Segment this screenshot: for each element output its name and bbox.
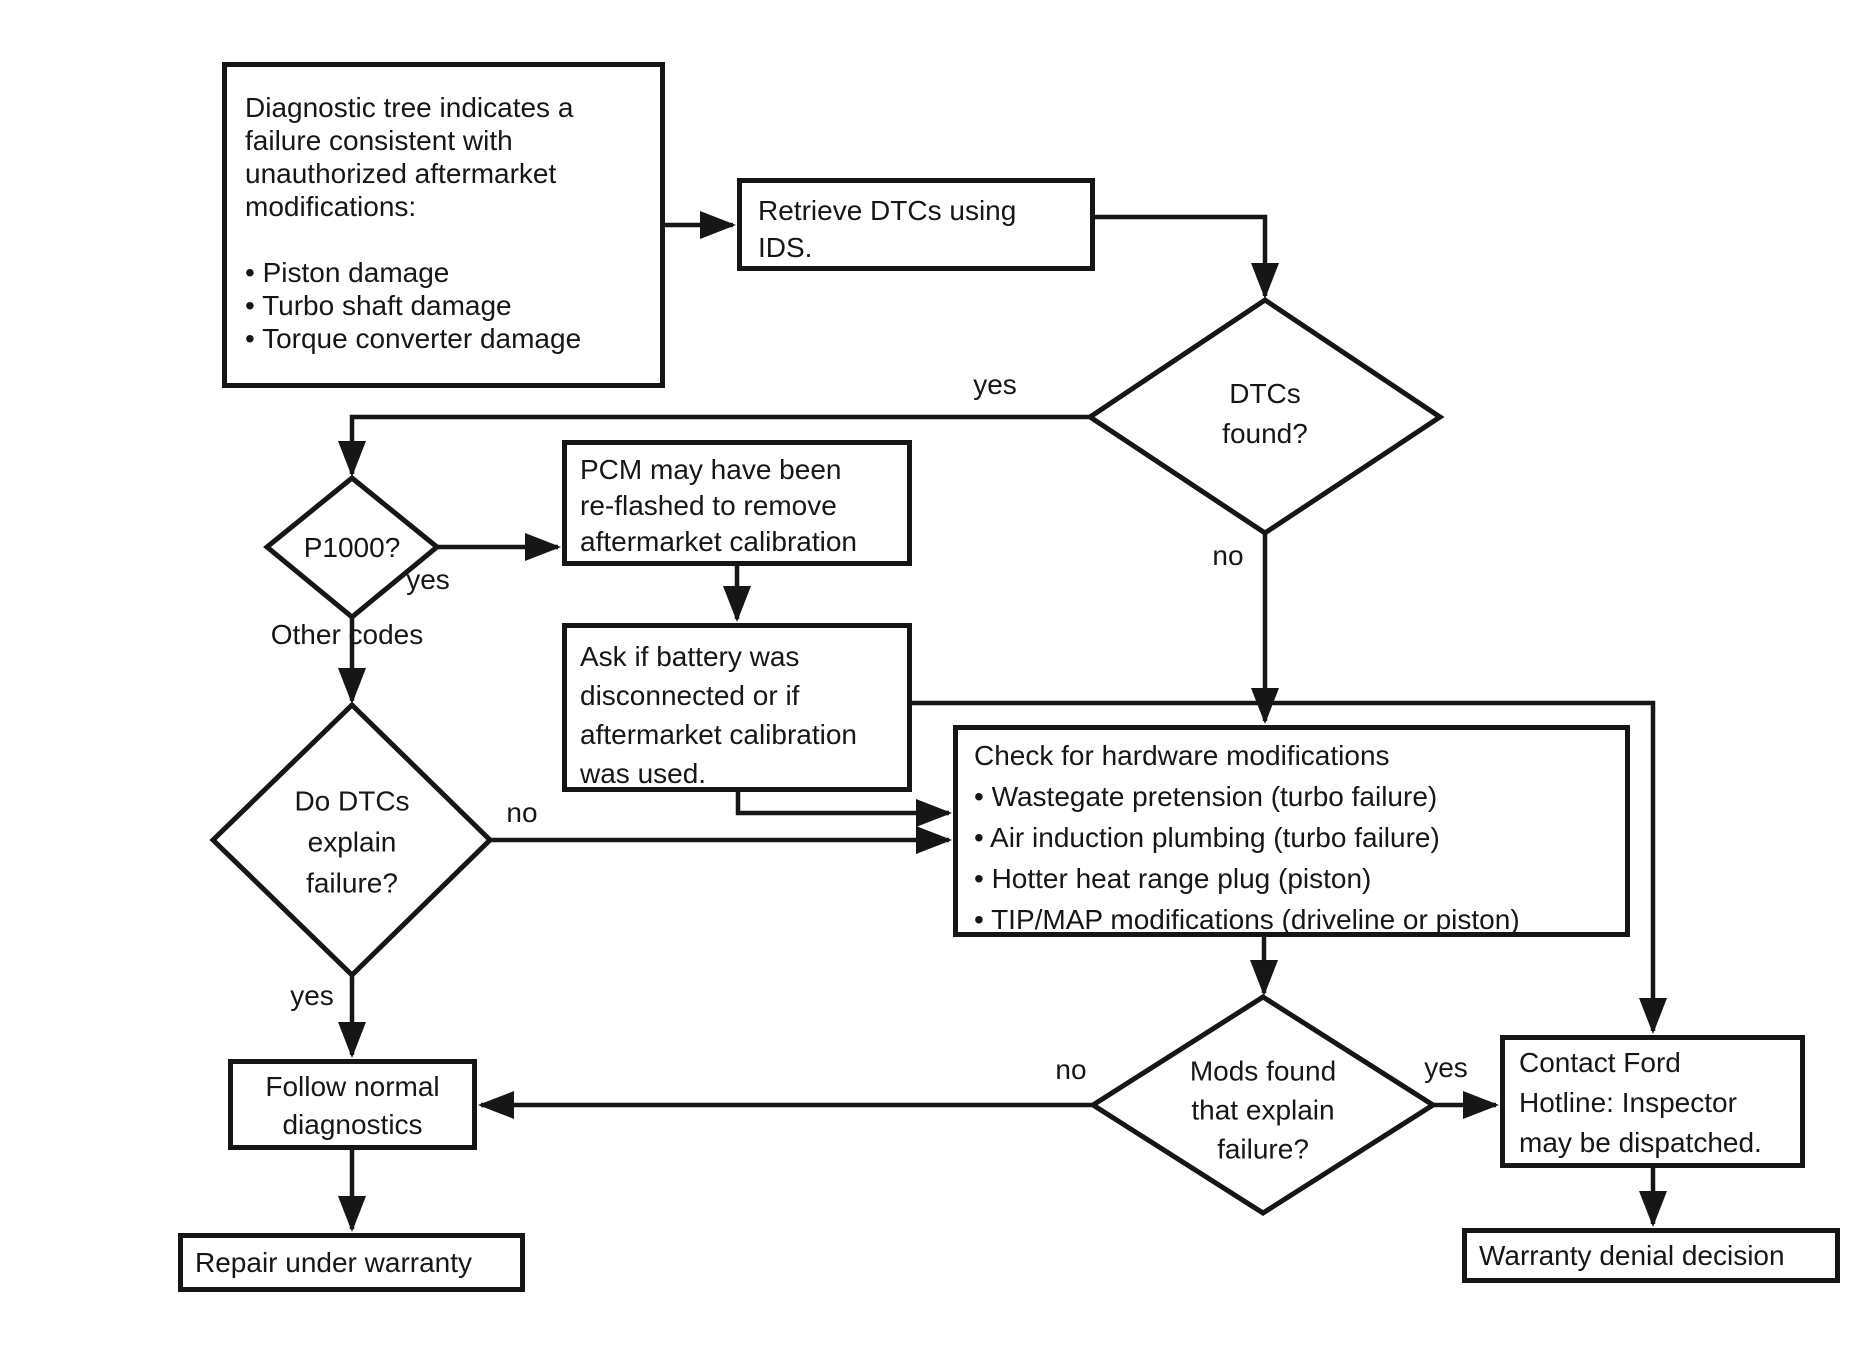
decision-dtcs-found-shape [1085, 296, 1445, 536]
bullet-item: • Torque converter damage [245, 323, 582, 354]
node-text-line: modifications: [245, 191, 417, 222]
node-text-line: DTCs [1229, 378, 1301, 409]
node-check-hardware-mods: Check for hardware modifications • Waste… [953, 725, 1630, 937]
edge-retrieve-to-dtcs-found [1095, 214, 1279, 299]
decision-do-dtcs-explain-shape [209, 701, 494, 979]
decision-mods-found-shape [1088, 994, 1438, 1216]
node-text-line: disconnected or if [580, 680, 800, 711]
node-text-line: failure consistent with [245, 125, 513, 156]
decision-mods-found-label: Mods found that explain failure? [1190, 1052, 1336, 1169]
edge-label-do-dtcs-yes: yes [290, 980, 334, 1011]
edge-label-do-dtcs-no: no [506, 797, 538, 828]
edge-label-other-codes: Other codes [270, 619, 424, 650]
node-text-line: IDS. [758, 232, 813, 263]
edge-label-mods-yes: yes [1424, 1052, 1468, 1083]
node-text-line: diagnostics [282, 1109, 423, 1140]
bullet-item: • Air induction plumbing (turbo failure) [974, 822, 1440, 853]
edge-ask-battery-to-check-hardware [735, 790, 952, 827]
node-text-line: aftermarket calibration [580, 719, 858, 750]
node-text-line: Warranty denial decision [1479, 1240, 1785, 1271]
node-text-line: that explain [1191, 1094, 1335, 1126]
edge-dtcs-found-yes-to-p1000 [338, 414, 1090, 477]
node-text-line: was used. [580, 758, 707, 789]
node-text-line: Mods found [1189, 1055, 1337, 1087]
node-text-line: found? [1222, 418, 1308, 449]
edge-ask-battery-to-contact-ford [912, 700, 1667, 1034]
edge-label-dtcs-no: no [1212, 540, 1244, 571]
node-text-line: aftermarket calibration [580, 526, 858, 557]
node-contact-ford-hotline: Contact Ford Hotline: Inspector may be d… [1500, 1035, 1805, 1168]
node-warranty-denial-decision: Warranty denial decision [1462, 1228, 1840, 1283]
bullet-item: • Piston damage [245, 257, 450, 288]
node-start-failure-description: Diagnostic tree indicates a failure cons… [222, 62, 665, 388]
node-text-line: Contact Ford [1519, 1047, 1681, 1078]
node-pcm-reflashed: PCM may have been re-flashed to remove a… [562, 440, 912, 566]
edge-label-dtcs-yes: yes [973, 369, 1017, 400]
node-text-line: re-flashed to remove [580, 490, 837, 521]
decision-p1000-label: P1000? [304, 528, 401, 568]
node-text-line: Ask if battery was [580, 641, 800, 672]
node-text-line: PCM may have been [580, 454, 842, 485]
bullet-item: • Turbo shaft damage [245, 290, 512, 321]
bullet-item: • TIP/MAP modifications (driveline or pi… [974, 904, 1520, 935]
bullet-item: • Wastegate pretension (turbo failure) [974, 781, 1438, 812]
bullet-item: • Hotter heat range plug (piston) [974, 863, 1372, 894]
node-retrieve-dtcs: Retrieve DTCs using IDS. [737, 178, 1095, 271]
node-text-line: Repair under warranty [195, 1247, 473, 1278]
node-ask-battery: Ask if battery was disconnected or if af… [562, 623, 912, 792]
edge-label-mods-no: no [1055, 1054, 1087, 1085]
decision-do-dtcs-explain-label: Do DTCs explain failure? [294, 781, 409, 904]
node-text-line: may be dispatched. [1519, 1127, 1762, 1158]
node-text-line: failure? [1217, 1133, 1309, 1165]
node-text-line: Diagnostic tree indicates a [245, 92, 574, 123]
node-text-line: unauthorized aftermarket [245, 158, 557, 189]
decision-p1000-shape [263, 474, 441, 621]
spacer [245, 223, 642, 256]
node-title-line: Check for hardware modifications [974, 740, 1390, 771]
edge-label-p1000-yes: yes [406, 564, 450, 595]
node-text-line: Do DTCs [294, 785, 410, 817]
node-repair-under-warranty: Repair under warranty [178, 1233, 525, 1292]
node-text-line: Retrieve DTCs using [758, 195, 1017, 226]
node-text-line: Follow normal [265, 1071, 440, 1102]
node-text-line: failure? [306, 867, 398, 899]
node-follow-normal-diagnostics: Follow normal diagnostics [228, 1059, 477, 1150]
decision-dtcs-found-label: DTCs found? [1222, 374, 1308, 454]
node-text-line: P1000? [303, 532, 401, 563]
node-text-line: explain [307, 826, 397, 858]
node-text-line: Hotline: Inspector [1519, 1087, 1737, 1118]
